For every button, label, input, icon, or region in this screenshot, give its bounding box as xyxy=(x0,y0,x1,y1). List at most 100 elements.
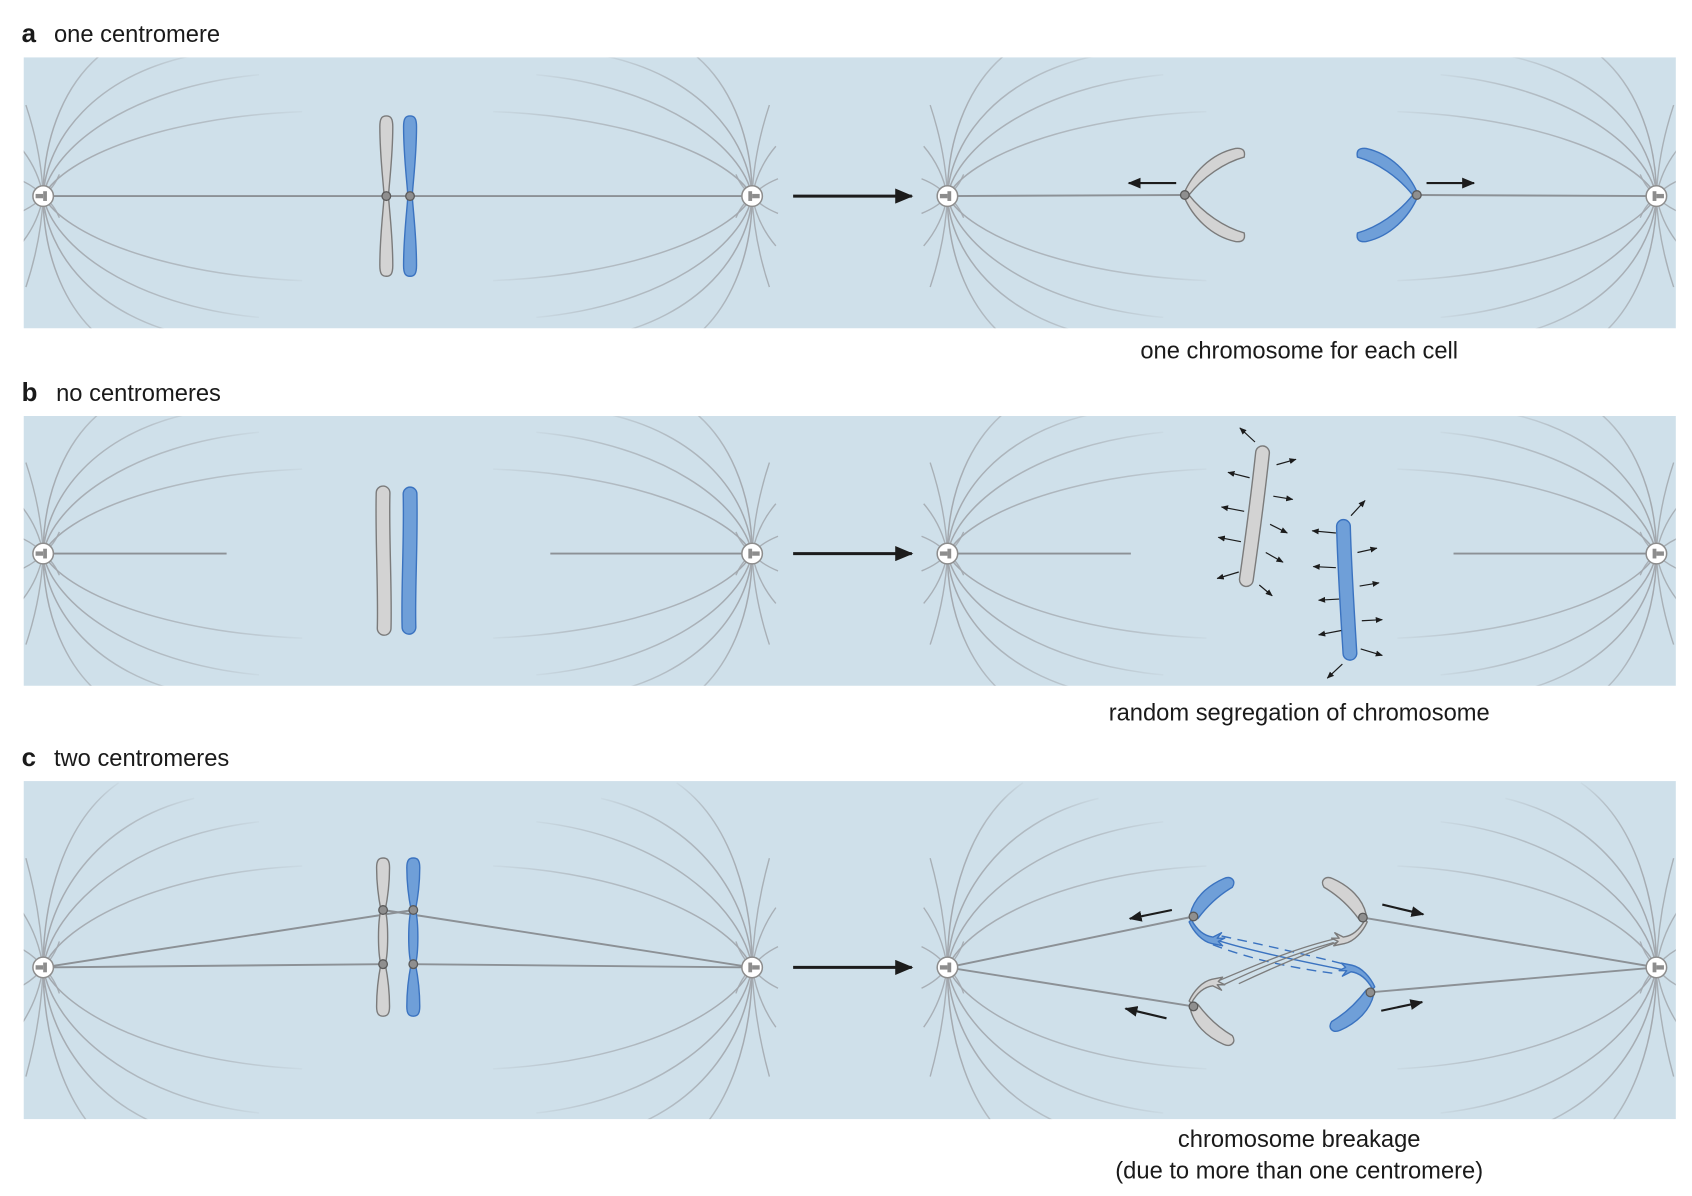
gray-fragment-lower xyxy=(1188,976,1235,1046)
blue-fragment-upper xyxy=(1188,876,1235,947)
kinetochore-microtubule xyxy=(1370,966,1657,994)
gray-dicentric-chromatid xyxy=(375,857,391,1017)
gray-chromatid-arm xyxy=(1183,147,1246,197)
random-motion-arrow xyxy=(1326,663,1343,679)
broken-chromatid-end xyxy=(1188,919,1226,947)
kinetochore-microtubule xyxy=(1362,916,1657,969)
random-motion-arrow xyxy=(1220,505,1245,512)
spindle-pole-icon xyxy=(936,542,959,565)
panel-b: b no centromeres xyxy=(17,379,1682,726)
panel-c-caption-line-2: (due to more than one centromere) xyxy=(1115,1158,1483,1185)
panel-c-background xyxy=(23,781,1676,1120)
stretched-blue-chromatin xyxy=(1212,935,1345,975)
spindle-pole-icon xyxy=(1645,542,1668,565)
panel-b-letter: b xyxy=(22,379,38,407)
anaphase-spindle xyxy=(922,42,1683,350)
movement-arrow-left xyxy=(1128,908,1173,922)
kinetochore-microtubule xyxy=(947,966,1194,1008)
blue-chromosome-rod xyxy=(1335,518,1358,661)
anaphase-spindle xyxy=(922,400,1683,708)
panel-b-caption: random segregation of chromosome xyxy=(1109,699,1490,726)
blue-chromatid-separating xyxy=(1356,147,1419,243)
random-motion-arrow xyxy=(1276,458,1297,466)
centromere xyxy=(408,959,419,970)
kinetochore-microtubule xyxy=(947,194,1185,198)
chromatin-strand xyxy=(1216,939,1343,971)
random-motion-arrow xyxy=(1318,629,1342,637)
centromere xyxy=(381,191,392,202)
spindle-pole-icon xyxy=(936,185,959,208)
panel-c-letter: c xyxy=(22,744,36,772)
gray-chromosome-rod xyxy=(1238,445,1271,588)
panel-a-content xyxy=(17,42,1682,350)
metaphase-spindle xyxy=(17,42,778,350)
kinetochore-microtubule xyxy=(413,963,753,969)
centromere xyxy=(1357,912,1368,923)
spindle-pole-icon xyxy=(741,542,764,565)
chromatin-strand xyxy=(1212,944,1339,975)
random-motion-arrow xyxy=(1350,500,1366,517)
random-motion-arrow xyxy=(1359,580,1380,587)
random-motion-arrow xyxy=(1258,584,1273,597)
gray-chromatid-arm xyxy=(1321,876,1367,920)
broken-chromatid-end xyxy=(1188,976,1226,1004)
blue-fragment-lower xyxy=(1329,962,1376,1032)
kinetochore-microtubule xyxy=(1416,194,1657,198)
random-motion-arrow xyxy=(1273,495,1294,502)
panel-c-caption-line-1: chromosome breakage xyxy=(1178,1126,1421,1153)
gray-chromatid-separating xyxy=(1183,147,1246,243)
panel-c-title: two centromeres xyxy=(54,745,229,772)
blue-chromosome-rod xyxy=(401,486,418,635)
centromere xyxy=(1365,987,1376,998)
random-motion-arrow xyxy=(1357,546,1378,554)
random-motion-arrow xyxy=(1360,648,1383,657)
gray-chromatid-arm xyxy=(1189,1003,1235,1046)
gray-fragment-upper xyxy=(1321,876,1368,947)
spindle-pole-icon xyxy=(936,956,959,979)
gray-chromosome-rod xyxy=(375,485,392,636)
centromere xyxy=(1179,190,1190,200)
spindle-pole-icon xyxy=(32,185,55,208)
kinetochore-microtubule xyxy=(947,915,1194,969)
centromere xyxy=(1188,911,1199,922)
stretched-gray-chromatin xyxy=(1219,937,1343,986)
random-motion-arrow xyxy=(1239,427,1256,443)
movement-arrow-right xyxy=(1382,903,1425,917)
chromatin-strand xyxy=(1238,939,1343,985)
panel-b-background xyxy=(23,416,1676,686)
random-motion-arrow xyxy=(1361,617,1383,623)
panel-b-content xyxy=(17,400,1682,708)
kinetochore-microtubule xyxy=(43,909,414,969)
centromere xyxy=(378,905,389,915)
metaphase-spindle xyxy=(17,400,778,708)
centromere xyxy=(1411,190,1422,200)
blue-dicentric-chromatid xyxy=(406,857,421,1017)
gray-chromatid-arm xyxy=(1183,193,1246,243)
random-motion-arrow xyxy=(1318,596,1340,603)
random-motion-arrow xyxy=(1227,471,1250,479)
spindle-pole-icon xyxy=(1645,185,1668,208)
panel-a-title: one centromere xyxy=(54,21,220,48)
centromere xyxy=(408,905,419,915)
chromatin-strand xyxy=(1219,937,1339,982)
panel-c-content xyxy=(17,783,1682,1152)
panel-c: c two centromeres xyxy=(17,744,1682,1185)
movement-arrow-right xyxy=(1381,999,1424,1012)
spindle-pole-icon xyxy=(1645,956,1668,979)
anaphase-spindle xyxy=(922,783,1683,1152)
centromere xyxy=(378,959,389,970)
panel-a-caption: one chromosome for each cell xyxy=(1140,338,1458,365)
spindle-pole-icon xyxy=(32,956,55,979)
random-motion-arrow xyxy=(1217,535,1242,543)
blue-chromatid-arm xyxy=(1189,876,1235,920)
kinetochore-microtubule xyxy=(382,909,753,969)
random-motion-arrow xyxy=(1265,551,1284,563)
random-motion-arrow xyxy=(1311,528,1336,535)
spindle-pole-icon xyxy=(32,542,55,565)
chromatin-strand xyxy=(1223,941,1334,986)
random-motion-arrow xyxy=(1269,523,1288,534)
centromere xyxy=(405,191,416,202)
broken-chromatid-end xyxy=(1338,962,1376,990)
metaphase-spindle xyxy=(17,783,778,1152)
